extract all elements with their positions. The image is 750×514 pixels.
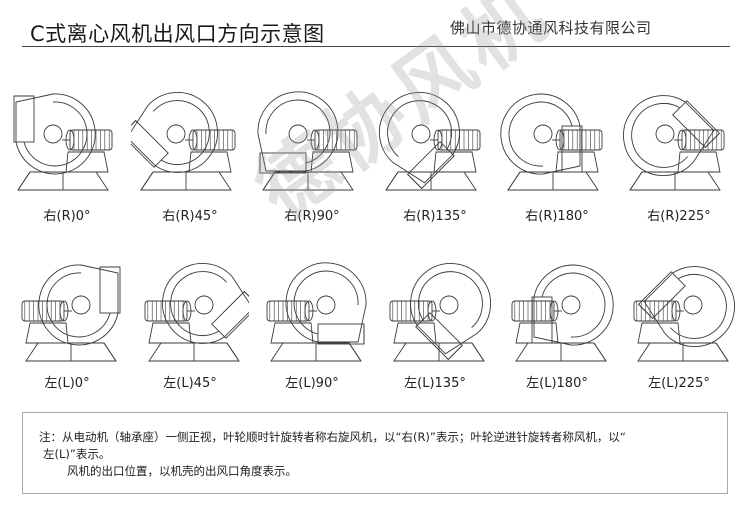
fan-illustration-icon <box>144 263 249 362</box>
fan-illustration-icon <box>500 93 603 191</box>
fan-illustration-icon <box>623 95 725 191</box>
left-fan-label: 左(L)180° <box>526 376 588 391</box>
right-fan-label: 右(R)0° <box>43 209 91 224</box>
left-fan-0 <box>8 243 126 365</box>
right-fan-180 <box>498 72 616 194</box>
right-fan-label: 右(R)45° <box>162 209 218 224</box>
left-fan-label: 左(L)45° <box>163 376 217 391</box>
fan-illustration-icon <box>257 91 358 191</box>
left-fan-label: 左(L)135° <box>404 376 466 391</box>
right-fan-135 <box>376 72 494 194</box>
fan-illustration-icon <box>266 262 367 362</box>
company-name: 佛山市德协通风科技有限公司 <box>450 19 652 37</box>
note-line-2: 左(L)”表示。 <box>43 447 111 461</box>
note-line-3: 风机的出口位置，以机壳的出风口角度表示。 <box>67 464 297 478</box>
fan-illustration-icon <box>131 92 236 191</box>
fan-illustration-icon <box>21 264 121 362</box>
left-fan-90 <box>253 243 371 365</box>
header-divider <box>22 46 730 47</box>
right-fan-label: 右(R)225° <box>647 209 711 224</box>
right-fan-90 <box>253 72 371 194</box>
note-line-1: 注：从电动机（轴承座）一侧正视，叶轮顺时针旋转者称右旋风机，以“右(R)”表示；… <box>39 430 626 444</box>
left-fan-label: 左(L)90° <box>285 376 339 391</box>
fan-illustration-icon <box>633 266 735 362</box>
fan-illustration-icon <box>511 264 614 362</box>
right-fan-0 <box>8 72 126 194</box>
fan-illustration-icon <box>379 92 481 191</box>
page-title: C式离心风机出风口方向示意图 <box>30 22 325 46</box>
left-fan-45 <box>131 243 249 365</box>
left-fan-180 <box>498 243 616 365</box>
left-fan-225 <box>620 243 738 365</box>
right-fan-label: 右(R)90° <box>284 209 340 224</box>
right-fan-225 <box>620 72 738 194</box>
left-fan-label: 左(L)225° <box>648 376 710 391</box>
header: C式离心风机出风口方向示意图 佛山市德协通风科技有限公司 <box>0 0 750 52</box>
right-fan-45 <box>131 72 249 194</box>
left-fan-label: 左(L)0° <box>44 376 90 391</box>
right-fan-label: 右(R)180° <box>525 209 589 224</box>
fan-illustration-icon <box>13 93 113 191</box>
note-text: 注：从电动机（轴承座）一侧正视，叶轮顺时针旋转者称右旋风机，以“右(R)”表示；… <box>39 429 719 480</box>
fan-illustration-icon <box>389 263 491 362</box>
left-fan-135 <box>376 243 494 365</box>
note-box: 注：从电动机（轴承座）一侧正视，叶轮顺时针旋转者称右旋风机，以“右(R)”表示；… <box>22 412 728 494</box>
right-fan-label: 右(R)135° <box>403 209 467 224</box>
